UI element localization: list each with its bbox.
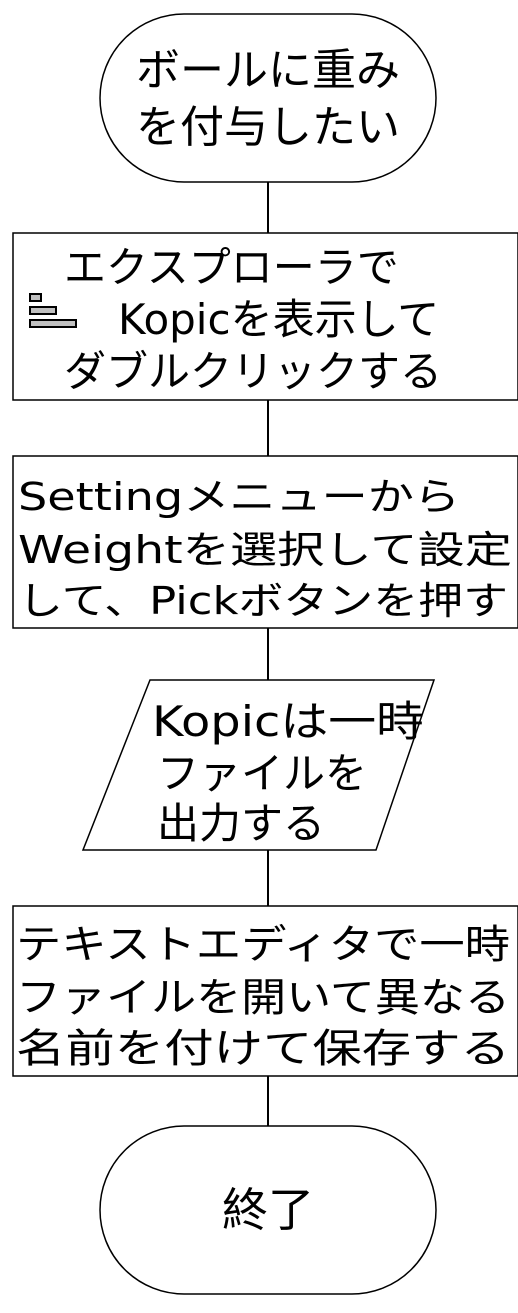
end-terminator: 終了 [99, 1125, 437, 1295]
step1-box [12, 232, 518, 401]
process-step-3: テキストエディタで一時 ファイルを開いて異なる 名前を付けて保存する [12, 905, 518, 1077]
io-line-3: 出力する [157, 799, 325, 848]
step2-box [12, 455, 518, 629]
step3-line-1: テキストエディタで一時 [16, 922, 510, 968]
end-label: 終了 [222, 1183, 314, 1237]
step2-line-1: Settingメニューから [18, 475, 460, 519]
step3-line-2: ファイルを開いて異なる [16, 975, 510, 1021]
step1-line-1: エクスプローラで [64, 243, 399, 292]
step2-line-3: して、Pickボタンを押す [18, 579, 508, 623]
step1-line-3: ダブルクリックする [64, 347, 442, 396]
step3-line-3: 名前を付けて保存する [16, 1026, 510, 1072]
io-shape [81, 679, 436, 851]
start-line-1: ボールに重み [136, 45, 400, 96]
process-step-1: エクスプローラで Kopicを表示して ダブルクリックする [12, 232, 518, 401]
io-line-1: Kopicは一時 [152, 697, 424, 746]
process-step-2: Settingメニューから Weightを選択して設定 して、Pickボタンを押… [12, 455, 518, 629]
io-output: Kopicは一時 ファイルを 出力する [81, 679, 436, 851]
start-shape [99, 13, 437, 183]
step3-box [12, 905, 518, 1077]
step2-line-2: Weightを選択して設定 [18, 528, 512, 572]
step1-line-2: Kopicを表示して [118, 295, 439, 344]
io-line-2: ファイルを [157, 749, 367, 798]
folder-tree-icon [29, 293, 77, 328]
end-shape [99, 1125, 437, 1295]
start-terminator: ボールに重み を付与したい [99, 13, 437, 183]
start-line-2: を付与したい [136, 102, 400, 153]
